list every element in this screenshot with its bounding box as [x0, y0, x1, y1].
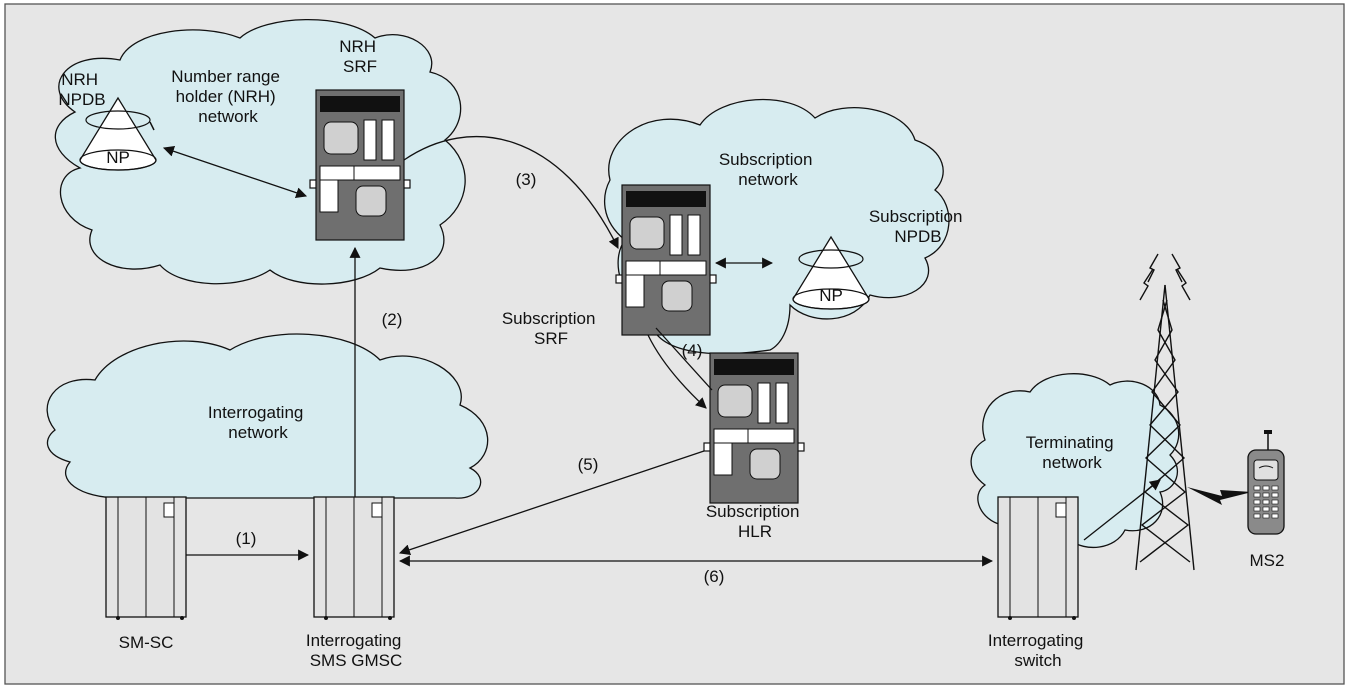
interrogating-switch-cabinet-icon	[997, 496, 1079, 621]
radio-link-bolt-icon	[1187, 487, 1252, 505]
subscription-srf-label: Subscription SRF	[502, 309, 600, 348]
step-3-label: (3)	[516, 170, 537, 189]
step-5-label: (5)	[578, 455, 599, 474]
nrh-npdb-label: NRH NPDB	[58, 70, 105, 109]
switch-to-tower-arrow	[1083, 479, 1161, 541]
interrogating-network-cloud	[46, 333, 489, 499]
subscription-hlr-server-icon	[703, 352, 805, 504]
interrogating-network-label: Interrogating network	[208, 403, 308, 442]
step-2-label: (2)	[382, 310, 403, 329]
sm-sc-label: SM-SC	[119, 633, 174, 652]
subscription-srf-server-icon	[615, 184, 717, 336]
subscription-npdb-label: Subscription NPDB	[869, 207, 967, 246]
subscription-np-label: NP	[819, 286, 843, 305]
step-5-arrow	[398, 450, 705, 556]
interrogating-switch-label: Interrogating switch	[988, 631, 1088, 670]
ms2-label: MS2	[1250, 551, 1285, 570]
nrh-npdb-database-cone-icon	[79, 97, 157, 171]
nrh-np-label: NP	[106, 148, 130, 167]
nrh-network-label: Number range holder (NRH) network	[171, 67, 284, 126]
sms-gmsc-switch-cabinet-icon	[313, 496, 395, 621]
step-3-arrow	[403, 135, 619, 249]
nrh-npdb-to-srf-arrow	[162, 145, 308, 199]
step-4-label: (4)	[682, 341, 703, 360]
nrh-srf-server-icon	[309, 89, 411, 241]
step-4-arrow	[647, 334, 707, 409]
subscription-hlr-label: Subscription HLR	[706, 502, 804, 541]
terminating-network-label: Terminating network	[1026, 433, 1119, 472]
ms2-mobile-phone-icon	[1247, 430, 1285, 535]
nrh-srf-label: NRH SRF	[339, 37, 381, 76]
sm-sc-switch-cabinet-icon	[105, 496, 187, 621]
subscription-network-label: Subscription network	[719, 150, 817, 189]
srf-to-hlr-line	[655, 327, 713, 391]
step-6-label: (6)	[704, 567, 725, 586]
interrogating-sms-gmsc-label: Interrogating SMS GMSC	[306, 631, 406, 670]
step-1-label: (1)	[236, 529, 257, 548]
radio-tower-icon	[1135, 253, 1195, 571]
